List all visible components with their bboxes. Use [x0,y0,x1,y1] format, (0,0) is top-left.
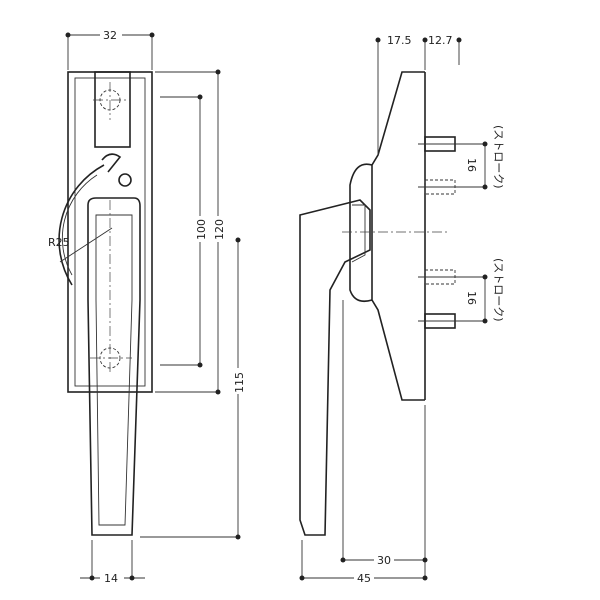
upper-stroke-value: 16 [465,158,478,172]
lower-stroke-label: (ストローク) [492,258,505,322]
handle-lever [87,197,141,536]
cam-hook [101,153,122,173]
upper-stroke-label: (ストローク) [492,125,505,189]
cam-housing [349,163,373,303]
hole-pitch-label: 100 [195,219,208,240]
front-view: R25 32 100 120 115 14 [48,27,246,585]
handle-width-label: 14 [104,572,118,585]
width-dimension-label: 32 [103,29,117,42]
inner-depth-label: 30 [377,554,391,567]
base-plate-inner [74,77,146,387]
radius-leader [59,227,113,263]
upper-block [94,71,131,148]
cam-pivot [118,173,132,187]
lower-stroke-value: 16 [465,291,478,305]
radius-label: R25 [48,236,70,249]
crescent-arc [58,164,105,286]
handle-length-label: 115 [233,372,246,393]
offset-label-a: 17.5 [387,34,412,47]
total-depth-label: 45 [357,572,371,585]
offset-label-b: 12.7 [428,34,453,47]
handle-side-profile [299,199,371,536]
side-view: 16 (ストローク) 16 (ストローク) 17.5 12.7 30 45 [299,34,505,585]
plate-height-label: 120 [213,219,226,240]
body-profile [371,71,425,401]
